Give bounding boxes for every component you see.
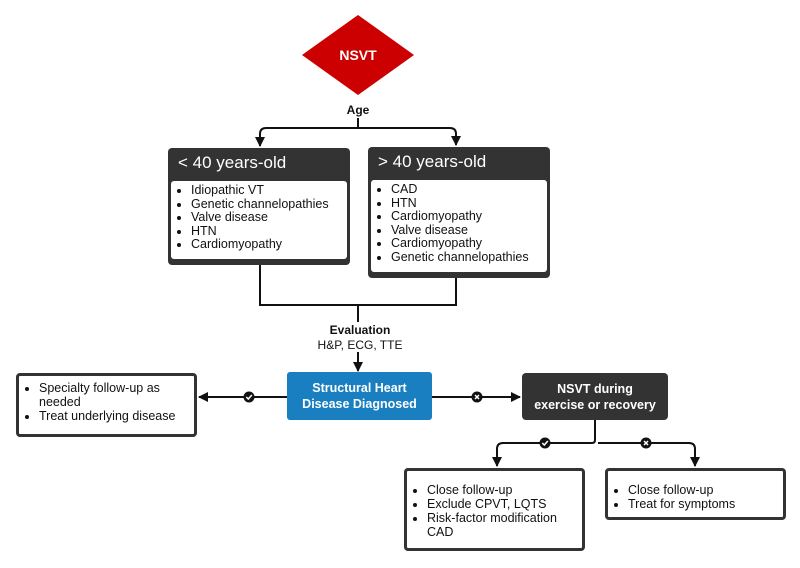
structural-heart-disease-node: Structural Heart Disease Diagnosed bbox=[287, 372, 432, 420]
list-item: Cardiomyopathy bbox=[191, 237, 339, 252]
list-item: Risk-factor modification CAD bbox=[427, 511, 574, 539]
check-circle-icon bbox=[243, 391, 255, 403]
list-item: Cardiomyopathy bbox=[391, 209, 539, 224]
list-item: Close follow-up bbox=[427, 483, 574, 497]
exercise-no-box: Close follow-up Treat for symptoms bbox=[605, 468, 786, 520]
x-circle-icon bbox=[640, 437, 652, 449]
check-circle-icon bbox=[539, 437, 551, 449]
nsvt-start-node: NSVT bbox=[339, 47, 377, 63]
list-item: Treat for symptoms bbox=[628, 497, 775, 511]
exercise-node: NSVT during exercise or recovery bbox=[522, 373, 668, 420]
exercise-yes-box: Close follow-up Exclude CPVT, LQTS Risk-… bbox=[404, 468, 585, 551]
over-40-box: > 40 years-old CAD HTN Cardiomyopathy Va… bbox=[368, 147, 550, 278]
list-item: HTN bbox=[391, 196, 539, 211]
structural-yes-box: Specialty follow-up as needed Treat unde… bbox=[16, 373, 197, 437]
evaluation-detail: H&P, ECG, TTE bbox=[298, 338, 422, 352]
list-item: Cardiomyopathy bbox=[391, 236, 539, 251]
exercise-branch bbox=[496, 420, 696, 466]
list-item: Genetic channelopathies bbox=[391, 250, 539, 265]
list-item: Idiopathic VT bbox=[191, 183, 339, 198]
nsvt-diamond-shape bbox=[302, 15, 414, 95]
list-item: CAD bbox=[391, 182, 539, 197]
age-connector bbox=[259, 118, 457, 146]
under-40-box: < 40 years-old Idiopathic VT Genetic cha… bbox=[168, 148, 350, 265]
evaluation-label: Evaluation bbox=[308, 323, 412, 337]
age-label: Age bbox=[340, 103, 376, 117]
merge-connector bbox=[259, 265, 457, 322]
list-item: Close follow-up bbox=[628, 483, 775, 497]
list-item: Treat underlying disease bbox=[39, 409, 186, 423]
list-item: HTN bbox=[191, 224, 339, 239]
over-40-title: > 40 years-old bbox=[378, 152, 487, 171]
list-item: Exclude CPVT, LQTS bbox=[427, 497, 574, 511]
x-circle-icon bbox=[471, 391, 483, 403]
list-item: Valve disease bbox=[391, 223, 539, 238]
list-item: Specialty follow-up as needed bbox=[39, 381, 186, 409]
under-40-title: < 40 years-old bbox=[178, 153, 287, 172]
list-item: Genetic channelopathies bbox=[191, 197, 339, 212]
list-item: Valve disease bbox=[191, 210, 339, 225]
